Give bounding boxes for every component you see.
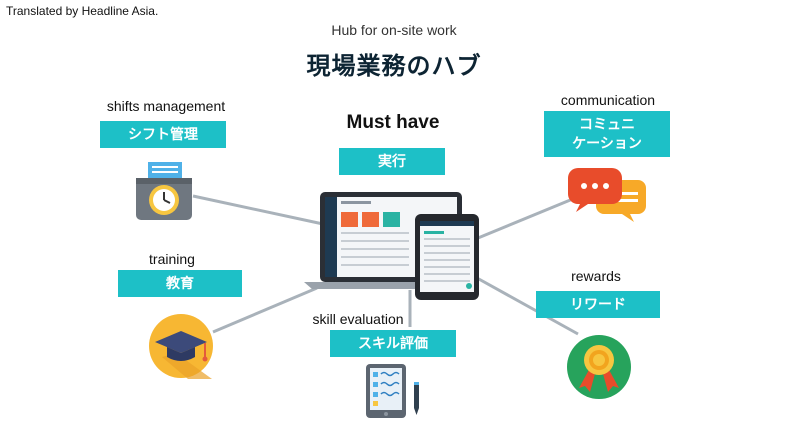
connector-shifts (192, 194, 324, 226)
credit-text: Translated by Headline Asia. (6, 4, 159, 18)
connector-communication (477, 194, 581, 240)
connector-training (212, 286, 318, 334)
shifts-management-label: shifts management (106, 98, 226, 114)
must-have-heading: Must have (346, 112, 440, 133)
hub-title: 現場業務のハブ (306, 53, 482, 80)
tablet-checklist-icon (366, 364, 419, 418)
connector-rewards (476, 276, 579, 336)
rewards-tag: リワード (536, 291, 660, 318)
graduation-cap-icon (149, 314, 213, 379)
skill-evaluation-tag: スキル評価 (330, 330, 456, 357)
execution-tag: 実行 (339, 148, 445, 175)
laptop-tablet-dashboard-icon (304, 192, 479, 300)
training-label: training (149, 251, 195, 267)
training-tag: 教育 (118, 270, 242, 297)
communication-tag-line1: コミュニ (579, 116, 635, 133)
communication-tag-line2: ケーション (572, 135, 642, 151)
award-medal-icon (567, 335, 631, 399)
chat-bubbles-icon (568, 168, 646, 222)
skill-evaluation-label: skill evaluation (312, 311, 404, 327)
time-clock-icon (136, 162, 192, 220)
hub-subtitle: Hub for on-site work (331, 22, 457, 38)
communication-tag: コミュニ ケーション (544, 111, 670, 157)
shifts-management-tag: シフト管理 (100, 121, 226, 148)
rewards-label: rewards (571, 268, 621, 284)
communication-label: communication (560, 92, 656, 108)
